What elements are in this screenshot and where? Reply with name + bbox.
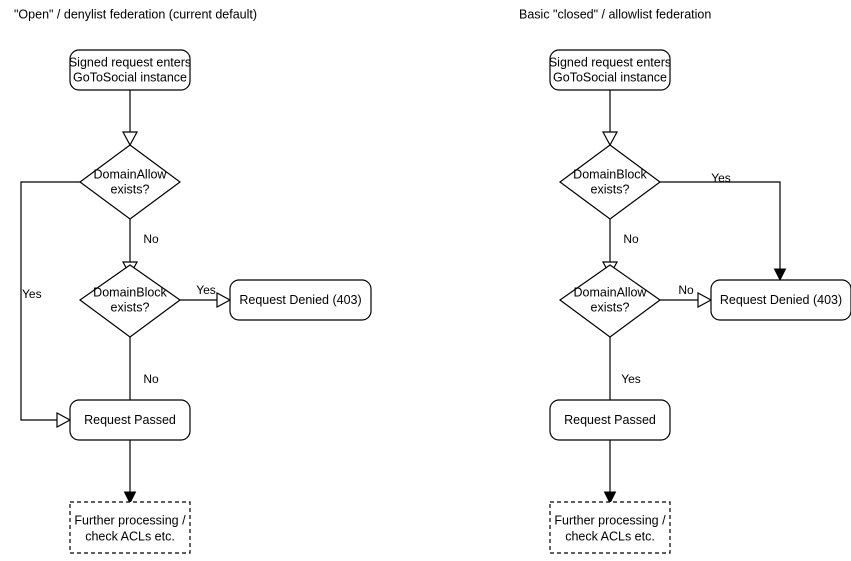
- node-start-left: Signed request enters GoToSocial instanc…: [69, 49, 191, 91]
- node-decision-domainallow-left-line2: exists?: [111, 182, 150, 196]
- edge-label-domainblock-yes-right: Yes: [711, 171, 731, 185]
- node-further-processing-right: Further processing / check ACLs etc.: [549, 501, 671, 554]
- node-request-passed-left: Request Passed: [69, 399, 191, 441]
- edge-passed-to-further-right: [603, 440, 617, 505]
- panel-title-closed-allowlist: Basic "closed" / allowlist federation: [519, 7, 711, 21]
- node-start-right: Signed request enters GoToSocial instanc…: [549, 49, 671, 91]
- edge-label-domainallow-yes-right: Yes: [621, 372, 641, 386]
- node-further-processing-right-line1: Further processing /: [554, 513, 666, 527]
- edge-domainblock-yes-left: Yes: [180, 283, 232, 309]
- node-request-denied-right-shape: [710, 279, 851, 321]
- node-decision-domainallow-right: DomainAllow exists?: [558, 264, 662, 338]
- edge-passed-to-further-left: [123, 440, 137, 505]
- edge-domainallow-yes-left: Yes: [20, 181, 80, 429]
- node-decision-domainblock-left-line2: exists?: [111, 300, 150, 314]
- edge-label-domainblock-yes-left: Yes: [196, 283, 216, 297]
- node-further-processing-right-shape: [549, 501, 671, 554]
- node-request-passed-right-label: Request Passed: [564, 413, 656, 427]
- node-further-processing-left-shape: [69, 501, 191, 554]
- edge-domainallow-no-right: No: [660, 283, 713, 309]
- node-decision-domainallow-left: DomainAllow exists?: [78, 144, 182, 220]
- node-further-processing-right-line2: check ACLs etc.: [565, 529, 655, 543]
- node-decision-domainblock-right-line1: DomainBlock: [573, 167, 647, 181]
- node-request-denied-right: Request Denied (403): [710, 279, 851, 321]
- edge-label-domainblock-no-left: No: [143, 372, 159, 386]
- node-request-passed-right: Request Passed: [549, 399, 671, 441]
- node-decision-domainblock-left: DomainBlock exists?: [78, 264, 182, 338]
- edge-label-domainblock-no-right: No: [623, 232, 639, 246]
- edge-label-domainallow-yes-left: Yes: [22, 287, 42, 301]
- panel-closed-allowlist: Basic "closed" / allowlist federation Si…: [519, 7, 851, 554]
- node-decision-domainblock-right: DomainBlock exists?: [558, 144, 662, 220]
- panel-open-denylist: "Open" / denylist federation (current de…: [14, 7, 372, 554]
- node-request-denied-left: Request Denied (403): [229, 279, 372, 321]
- node-request-denied-left-label: Request Denied (403): [239, 293, 361, 307]
- node-request-denied-right-label: Request Denied (403): [720, 293, 842, 307]
- edge-label-domainallow-no-right: No: [678, 283, 694, 297]
- node-decision-domainblock-left-line1: DomainBlock: [93, 285, 167, 299]
- node-decision-domainallow-right-line1: DomainAllow: [574, 285, 648, 299]
- panel-title-open-denylist: "Open" / denylist federation (current de…: [14, 7, 257, 21]
- node-further-processing-left-line2: check ACLs etc.: [85, 529, 175, 543]
- node-request-denied-left-shape: [229, 279, 372, 321]
- edge-start-to-domainallow-left: [121, 90, 139, 147]
- node-request-passed-left-label: Request Passed: [84, 413, 176, 427]
- edge-domainblock-yes-right: Yes: [660, 171, 787, 282]
- node-further-processing-left: Further processing / check ACLs etc.: [69, 501, 191, 554]
- edge-label-domainallow-no-left: No: [143, 232, 159, 246]
- node-start-right-line1: Signed request enters: [549, 55, 671, 69]
- edge-start-to-domainblock-right: [601, 90, 619, 147]
- node-start-left-line1: Signed request enters: [69, 55, 191, 69]
- node-decision-domainallow-right-line2: exists?: [591, 300, 630, 314]
- node-decision-domainblock-right-line2: exists?: [591, 182, 630, 196]
- node-decision-domainallow-left-line1: DomainAllow: [94, 167, 168, 181]
- node-further-processing-left-line1: Further processing /: [74, 513, 186, 527]
- node-start-left-line2: GoToSocial instance: [73, 70, 187, 84]
- node-start-right-line2: GoToSocial instance: [553, 70, 667, 84]
